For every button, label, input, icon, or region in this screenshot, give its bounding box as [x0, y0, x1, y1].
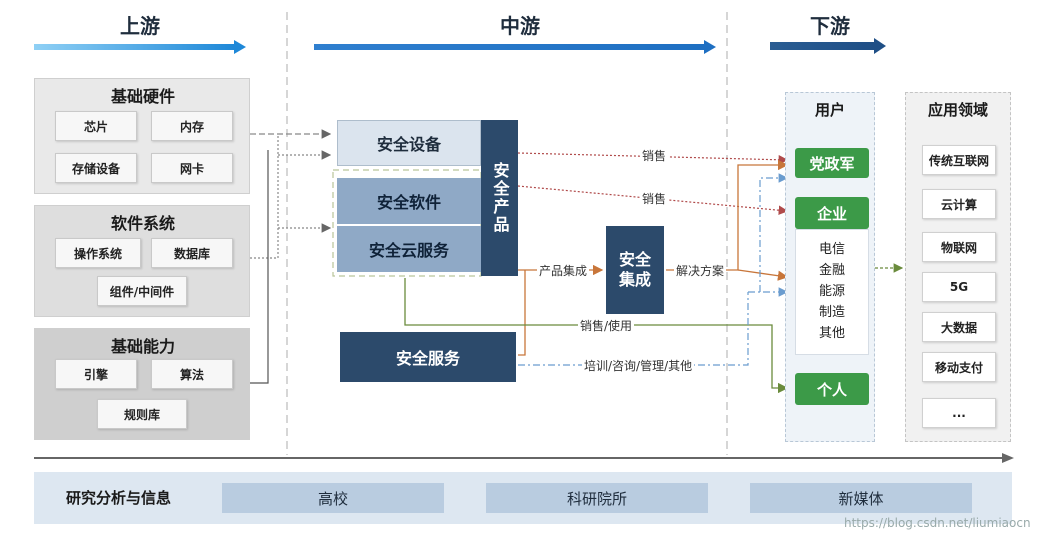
group-basic-capability: 基础能力 引擎 算法 规则库 — [34, 328, 250, 440]
field-item: 大数据 — [922, 312, 996, 342]
label-training: 培训/咨询/管理/其他 — [582, 357, 695, 374]
user-gov-button: 党政军 — [795, 148, 869, 178]
user-enterprise-button: 企业 — [795, 197, 869, 229]
group-basic-hardware: 基础硬件 芯片 内存 存储设备 网卡 — [34, 78, 250, 194]
research-bar: 研究分析与信息 高校 科研院所 新媒体 — [34, 472, 1012, 524]
chip-item: 规则库 — [97, 399, 187, 429]
header-upstream: 上游 — [120, 14, 160, 38]
security-software-box: 安全软件 — [337, 178, 481, 224]
label-product-integration: 产品集成 — [537, 262, 590, 279]
field-item: ... — [922, 398, 996, 428]
field-item: 5G — [922, 272, 996, 302]
security-cloud-box: 安全云服务 — [337, 226, 481, 272]
enterprise-item: 金融 — [818, 263, 845, 278]
enterprise-item: 制造 — [818, 305, 845, 320]
chip-item: 算法 — [151, 359, 233, 389]
security-integration-label: 安全集成 — [618, 250, 651, 289]
enterprise-item: 电信 — [818, 242, 845, 257]
chip-item: 内存 — [151, 111, 233, 141]
group-title: 基础硬件 — [110, 87, 175, 106]
header-downstream: 下游 — [810, 14, 850, 38]
group-software-system: 软件系统 操作系统 数据库 组件/中间件 — [34, 205, 250, 317]
field-item: 传统互联网 — [922, 145, 996, 175]
enterprise-list: 电信 金融 能源 制造 其他 — [795, 229, 869, 355]
label-solution: 解决方案 — [674, 262, 727, 279]
header-midstream: 中游 — [500, 14, 540, 38]
chip-item: 网卡 — [151, 153, 233, 183]
security-service-box: 安全服务 — [340, 332, 516, 382]
chip-item: 操作系统 — [55, 238, 141, 268]
fields-title: 应用领域 — [927, 101, 988, 119]
field-item: 移动支付 — [922, 352, 996, 382]
security-product-box: 安全产品 — [481, 120, 518, 276]
security-integration-box: 安全集成 — [606, 226, 664, 314]
chip-item: 引擎 — [55, 359, 137, 389]
user-individual-button: 个人 — [795, 373, 869, 405]
security-device-box: 安全设备 — [337, 120, 481, 166]
chip-item: 数据库 — [151, 238, 233, 268]
research-item: 高校 — [222, 483, 444, 513]
enterprise-item: 其他 — [818, 326, 845, 341]
group-title: 基础能力 — [110, 337, 175, 356]
label-sales-1: 销售 — [640, 147, 669, 164]
users-title: 用户 — [814, 101, 845, 119]
chip-item: 组件/中间件 — [97, 276, 187, 306]
chip-item: 芯片 — [55, 111, 137, 141]
chip-item: 存储设备 — [55, 153, 137, 183]
research-item: 科研院所 — [486, 483, 708, 513]
field-item: 云计算 — [922, 189, 996, 219]
label-sales-use: 销售/使用 — [578, 317, 635, 334]
enterprise-item: 能源 — [818, 284, 845, 299]
research-item: 新媒体 — [750, 483, 972, 513]
group-title: 软件系统 — [110, 214, 175, 233]
research-label: 研究分析与信息 — [66, 489, 172, 507]
label-sales-2: 销售 — [640, 190, 669, 207]
watermark-url: https://blog.csdn.net/liumiaocn — [844, 516, 1031, 530]
field-item: 物联网 — [922, 232, 996, 262]
